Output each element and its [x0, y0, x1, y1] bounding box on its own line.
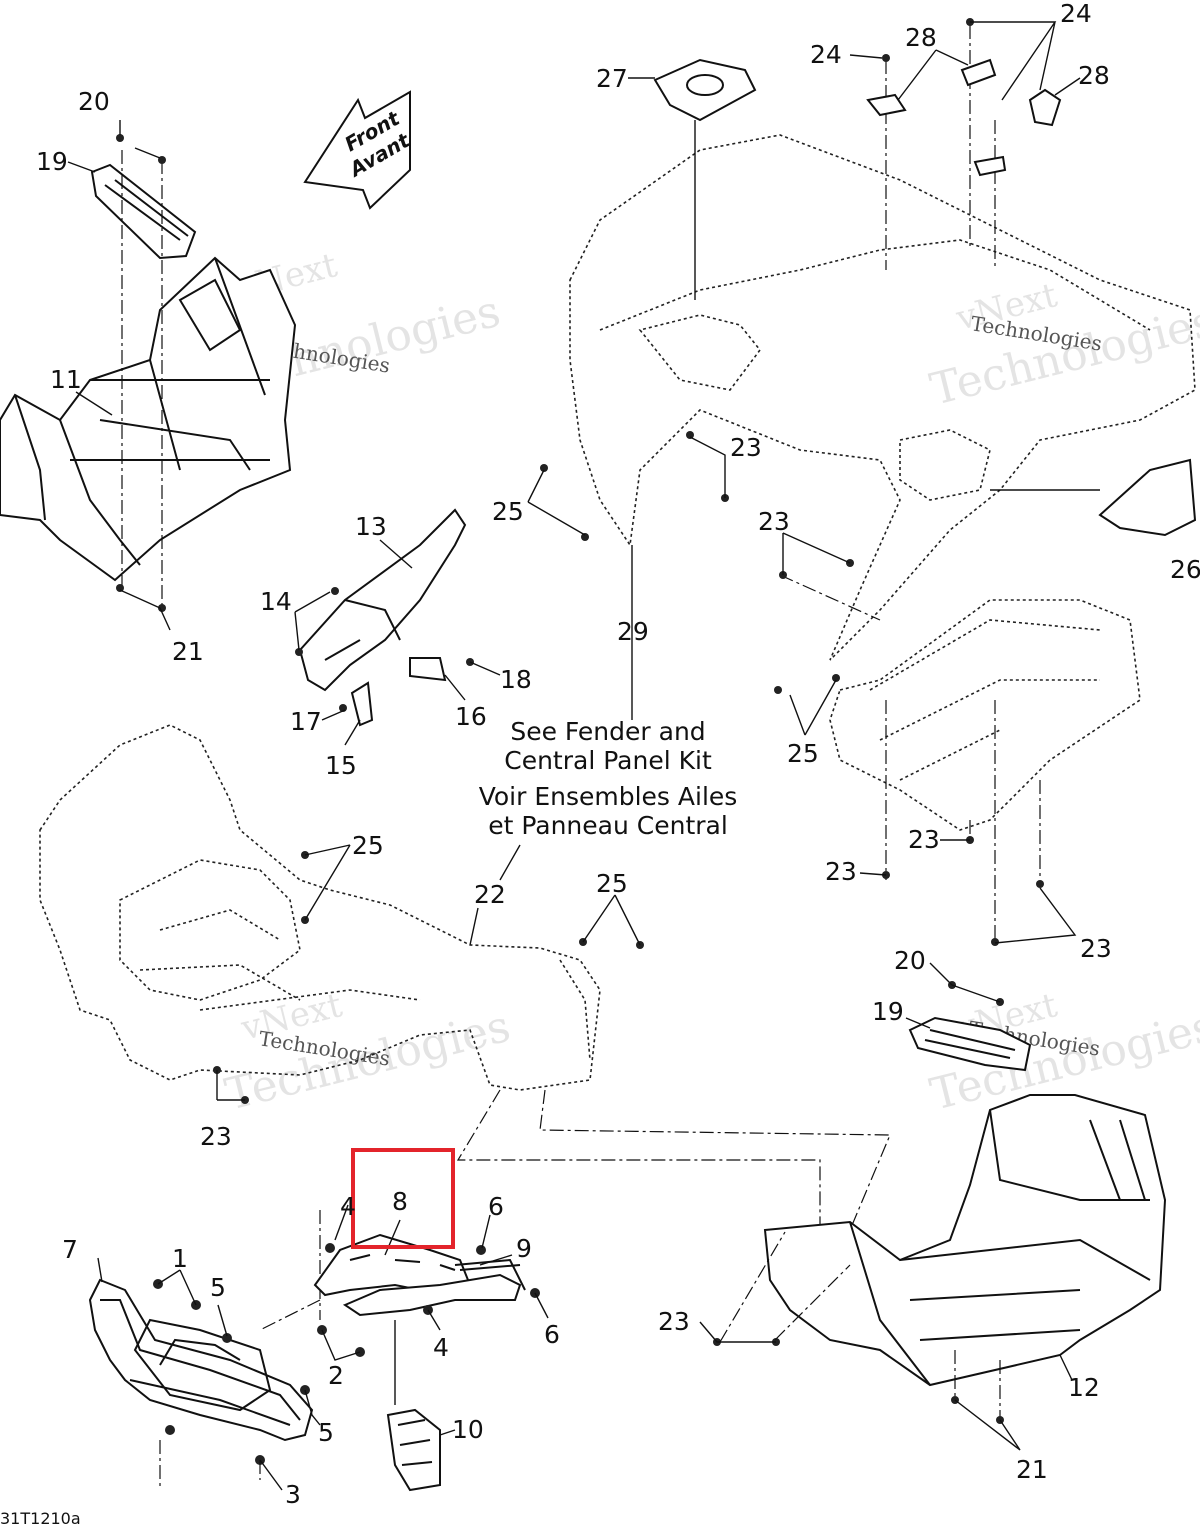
- main-fender-assembly: [540, 18, 1197, 946]
- note-line-1: See Fender and: [510, 717, 705, 746]
- callout-25: 25: [352, 831, 384, 860]
- note-line-2: Central Panel Kit: [504, 746, 712, 775]
- callout-17: 17: [290, 707, 322, 736]
- callout-21: 21: [1016, 1455, 1048, 1484]
- callout-26: 26: [1170, 555, 1200, 584]
- bracket-assembly: [295, 508, 474, 727]
- callout-5: 5: [210, 1273, 226, 1302]
- figure-id: 31T1210a: [0, 1509, 81, 1528]
- callout-22: 22: [474, 880, 506, 909]
- callout-23: 23: [1080, 934, 1112, 963]
- callout-19: 19: [872, 997, 904, 1026]
- callout-8: 8: [392, 1187, 408, 1216]
- kit-reference-note: See Fender and Central Panel Kit Voir En…: [479, 717, 738, 840]
- callout-3: 3: [285, 1480, 301, 1509]
- callout-6: 6: [488, 1192, 504, 1221]
- highlight-box-part-8: [351, 1148, 455, 1249]
- callout-24: 24: [1060, 0, 1092, 28]
- callout-23: 23: [908, 825, 940, 854]
- front-direction-arrow: Front Avant: [303, 90, 415, 210]
- callout-4: 4: [340, 1192, 356, 1221]
- callout-28: 28: [905, 23, 937, 52]
- callout-1: 1: [172, 1244, 188, 1273]
- callout-11: 11: [50, 365, 82, 394]
- callout-7: 7: [62, 1235, 78, 1264]
- callout-2: 2: [328, 1361, 344, 1390]
- callout-5: 5: [318, 1418, 334, 1447]
- callout-29: 29: [617, 617, 649, 646]
- leader-lines: [67, 21, 1081, 1491]
- note-line-3: Voir Ensembles Ailes: [479, 782, 738, 811]
- callout-23: 23: [658, 1307, 690, 1336]
- callout-20: 20: [894, 946, 926, 975]
- callout-23: 23: [730, 433, 762, 462]
- callout-25: 25: [596, 869, 628, 898]
- callout-24: 24: [810, 40, 842, 69]
- callout-16: 16: [455, 702, 487, 731]
- callout-23: 23: [825, 857, 857, 886]
- callout-9: 9: [516, 1234, 532, 1263]
- watermark: vNext Technologies Technologies vNext Te…: [210, 245, 1200, 1120]
- callout-6: 6: [544, 1320, 560, 1349]
- left-footrest-assembly: [0, 134, 297, 612]
- callout-20: 20: [78, 87, 110, 116]
- front-bumper-assembly: [88, 1210, 540, 1492]
- callout-19: 19: [36, 147, 68, 176]
- front-fender-assembly: [39, 724, 891, 1250]
- callout-10: 10: [452, 1415, 484, 1444]
- callout-14: 14: [260, 587, 292, 616]
- callout-25: 25: [787, 739, 819, 768]
- callout-4: 4: [433, 1333, 449, 1362]
- callout-15: 15: [325, 751, 357, 780]
- callout-labels: 20 19 11 21 13 14 18 16 17 15 27 24 28 2…: [36, 0, 1200, 1509]
- callout-23: 23: [200, 1122, 232, 1151]
- callout-21: 21: [172, 637, 204, 666]
- note-line-4: et Panneau Central: [488, 811, 728, 840]
- callout-25: 25: [492, 497, 524, 526]
- callout-23: 23: [758, 507, 790, 536]
- callout-13: 13: [355, 512, 387, 541]
- callout-27: 27: [596, 64, 628, 93]
- callout-12: 12: [1068, 1373, 1100, 1402]
- callout-28: 28: [1078, 61, 1110, 90]
- right-footrest-assembly: [713, 981, 1167, 1424]
- callout-18: 18: [500, 665, 532, 694]
